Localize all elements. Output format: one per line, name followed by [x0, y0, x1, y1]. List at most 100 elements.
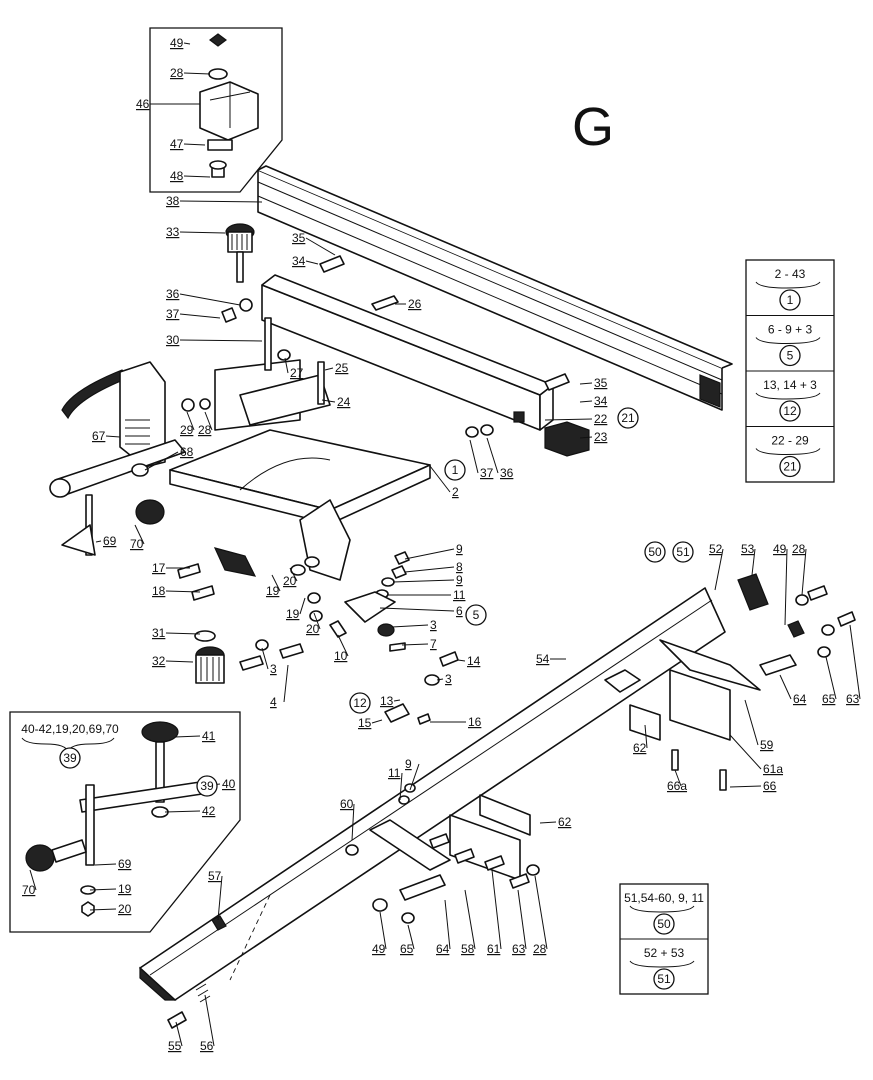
leader-c34a	[305, 260, 319, 265]
leader-c60	[351, 803, 355, 841]
leader-c61a	[729, 734, 762, 770]
leader-c32	[165, 660, 194, 663]
callout-c14: 14	[467, 654, 481, 668]
leader-c49a	[183, 42, 191, 45]
callout-c18: 18	[152, 584, 166, 598]
inset-ref: 39	[63, 751, 77, 765]
callout-c22: 22	[594, 412, 608, 426]
callout-c33: 33	[166, 225, 180, 239]
leader-c55	[175, 1021, 183, 1047]
leader-c33	[179, 231, 226, 234]
callout-c36a: 36	[166, 287, 180, 301]
ref-circle-k51: 51	[672, 541, 694, 563]
callout-c19b: 19	[286, 607, 300, 621]
callout-c63b: 63	[512, 942, 526, 956]
callout-c3b: 3	[270, 662, 277, 676]
leader-c59	[744, 699, 759, 746]
callout-c25: 25	[335, 361, 349, 375]
ref-text-k12: 12	[353, 696, 367, 710]
leader-c31	[165, 632, 201, 635]
leader-c3c	[436, 678, 444, 681]
legend-ref: 21	[783, 460, 797, 474]
callout-c62b: 62	[558, 815, 572, 829]
callout-c13: 13	[380, 694, 394, 708]
callout-c66a: 66a	[667, 779, 687, 793]
legend-ref: 51	[657, 972, 671, 986]
legend-row: 13, 14 + 312	[746, 370, 834, 422]
legend-range: 22 - 29	[771, 434, 809, 448]
callout-c56: 56	[200, 1039, 214, 1053]
callout-c34b: 34	[594, 394, 608, 408]
table-plate	[169, 429, 431, 581]
leader-c29	[186, 411, 195, 431]
callout-c68: 68	[180, 445, 194, 459]
callout-c63a: 63	[846, 692, 860, 706]
callout-c28d: 28	[533, 942, 547, 956]
leader-c65b	[407, 924, 415, 950]
leader-c27	[284, 357, 289, 374]
legend-ref: 5	[787, 349, 794, 363]
callout-c20c: 20	[118, 902, 132, 916]
callout-c70a: 70	[130, 537, 144, 551]
callout-c64a: 64	[793, 692, 807, 706]
callout-c61a: 61a	[763, 762, 783, 776]
callout-c64b: 64	[436, 942, 450, 956]
callout-c20a: 20	[283, 574, 297, 588]
legend-range: 51,54-60, 9, 11	[624, 891, 704, 905]
callout-c42: 42	[202, 804, 216, 818]
callout-c41: 41	[202, 729, 216, 743]
leader-c37b	[469, 439, 479, 474]
callout-c35a: 35	[292, 231, 306, 245]
callout-c10: 10	[334, 649, 348, 663]
leader-c42	[164, 810, 201, 813]
callout-c9c: 9	[405, 757, 412, 771]
callout-c2: 2	[452, 485, 459, 499]
ref-circle-k1: 1	[444, 459, 466, 481]
leader-c13	[393, 699, 401, 702]
leader-c20c	[89, 908, 117, 911]
callout-c29: 29	[180, 423, 194, 437]
legend-ref: 12	[783, 404, 797, 418]
leader-c28d	[534, 875, 548, 950]
leader-c30	[179, 339, 263, 342]
leader-c8	[404, 566, 455, 573]
ref-circle-k39: 39	[196, 775, 218, 797]
callout-c6: 6	[456, 604, 463, 618]
callout-c23: 23	[594, 430, 608, 444]
callout-c9a: 9	[456, 542, 463, 556]
leader-c37a	[179, 313, 221, 319]
ref-text-k39: 39	[200, 779, 214, 793]
callout-c17: 17	[152, 561, 166, 575]
legend-ref: 1	[787, 293, 794, 307]
callout-c27: 27	[290, 366, 304, 380]
leader-c3b	[261, 647, 269, 670]
callout-c69a: 69	[103, 534, 117, 548]
leader-c28a	[183, 72, 211, 75]
ref-circle-k21: 21	[617, 407, 639, 429]
callout-c61: 61	[487, 942, 501, 956]
callout-c35b: 35	[594, 376, 608, 390]
callout-c28a: 28	[170, 66, 184, 80]
leader-c61	[491, 869, 502, 950]
leader-c69b	[94, 863, 117, 866]
callout-c40: 40	[222, 777, 236, 791]
callout-c11a: 11	[453, 588, 466, 602]
leader-c2	[429, 465, 451, 493]
leader-c53	[751, 548, 756, 576]
ref-text-k5: 5	[473, 608, 480, 622]
leader-c3a	[391, 624, 429, 628]
callout-c4: 4	[270, 695, 277, 709]
legend-range: 6 - 9 + 3	[768, 323, 813, 337]
leader-c63b	[517, 889, 527, 950]
callout-c28b: 28	[198, 423, 212, 437]
fence-carriage	[181, 255, 590, 457]
callout-c54: 54	[536, 652, 550, 666]
ref-circle-k50: 50	[644, 541, 666, 563]
callout-c52: 52	[709, 542, 723, 556]
leader-c9b	[392, 579, 455, 583]
callout-c58: 58	[461, 942, 475, 956]
leader-c52	[714, 548, 724, 591]
